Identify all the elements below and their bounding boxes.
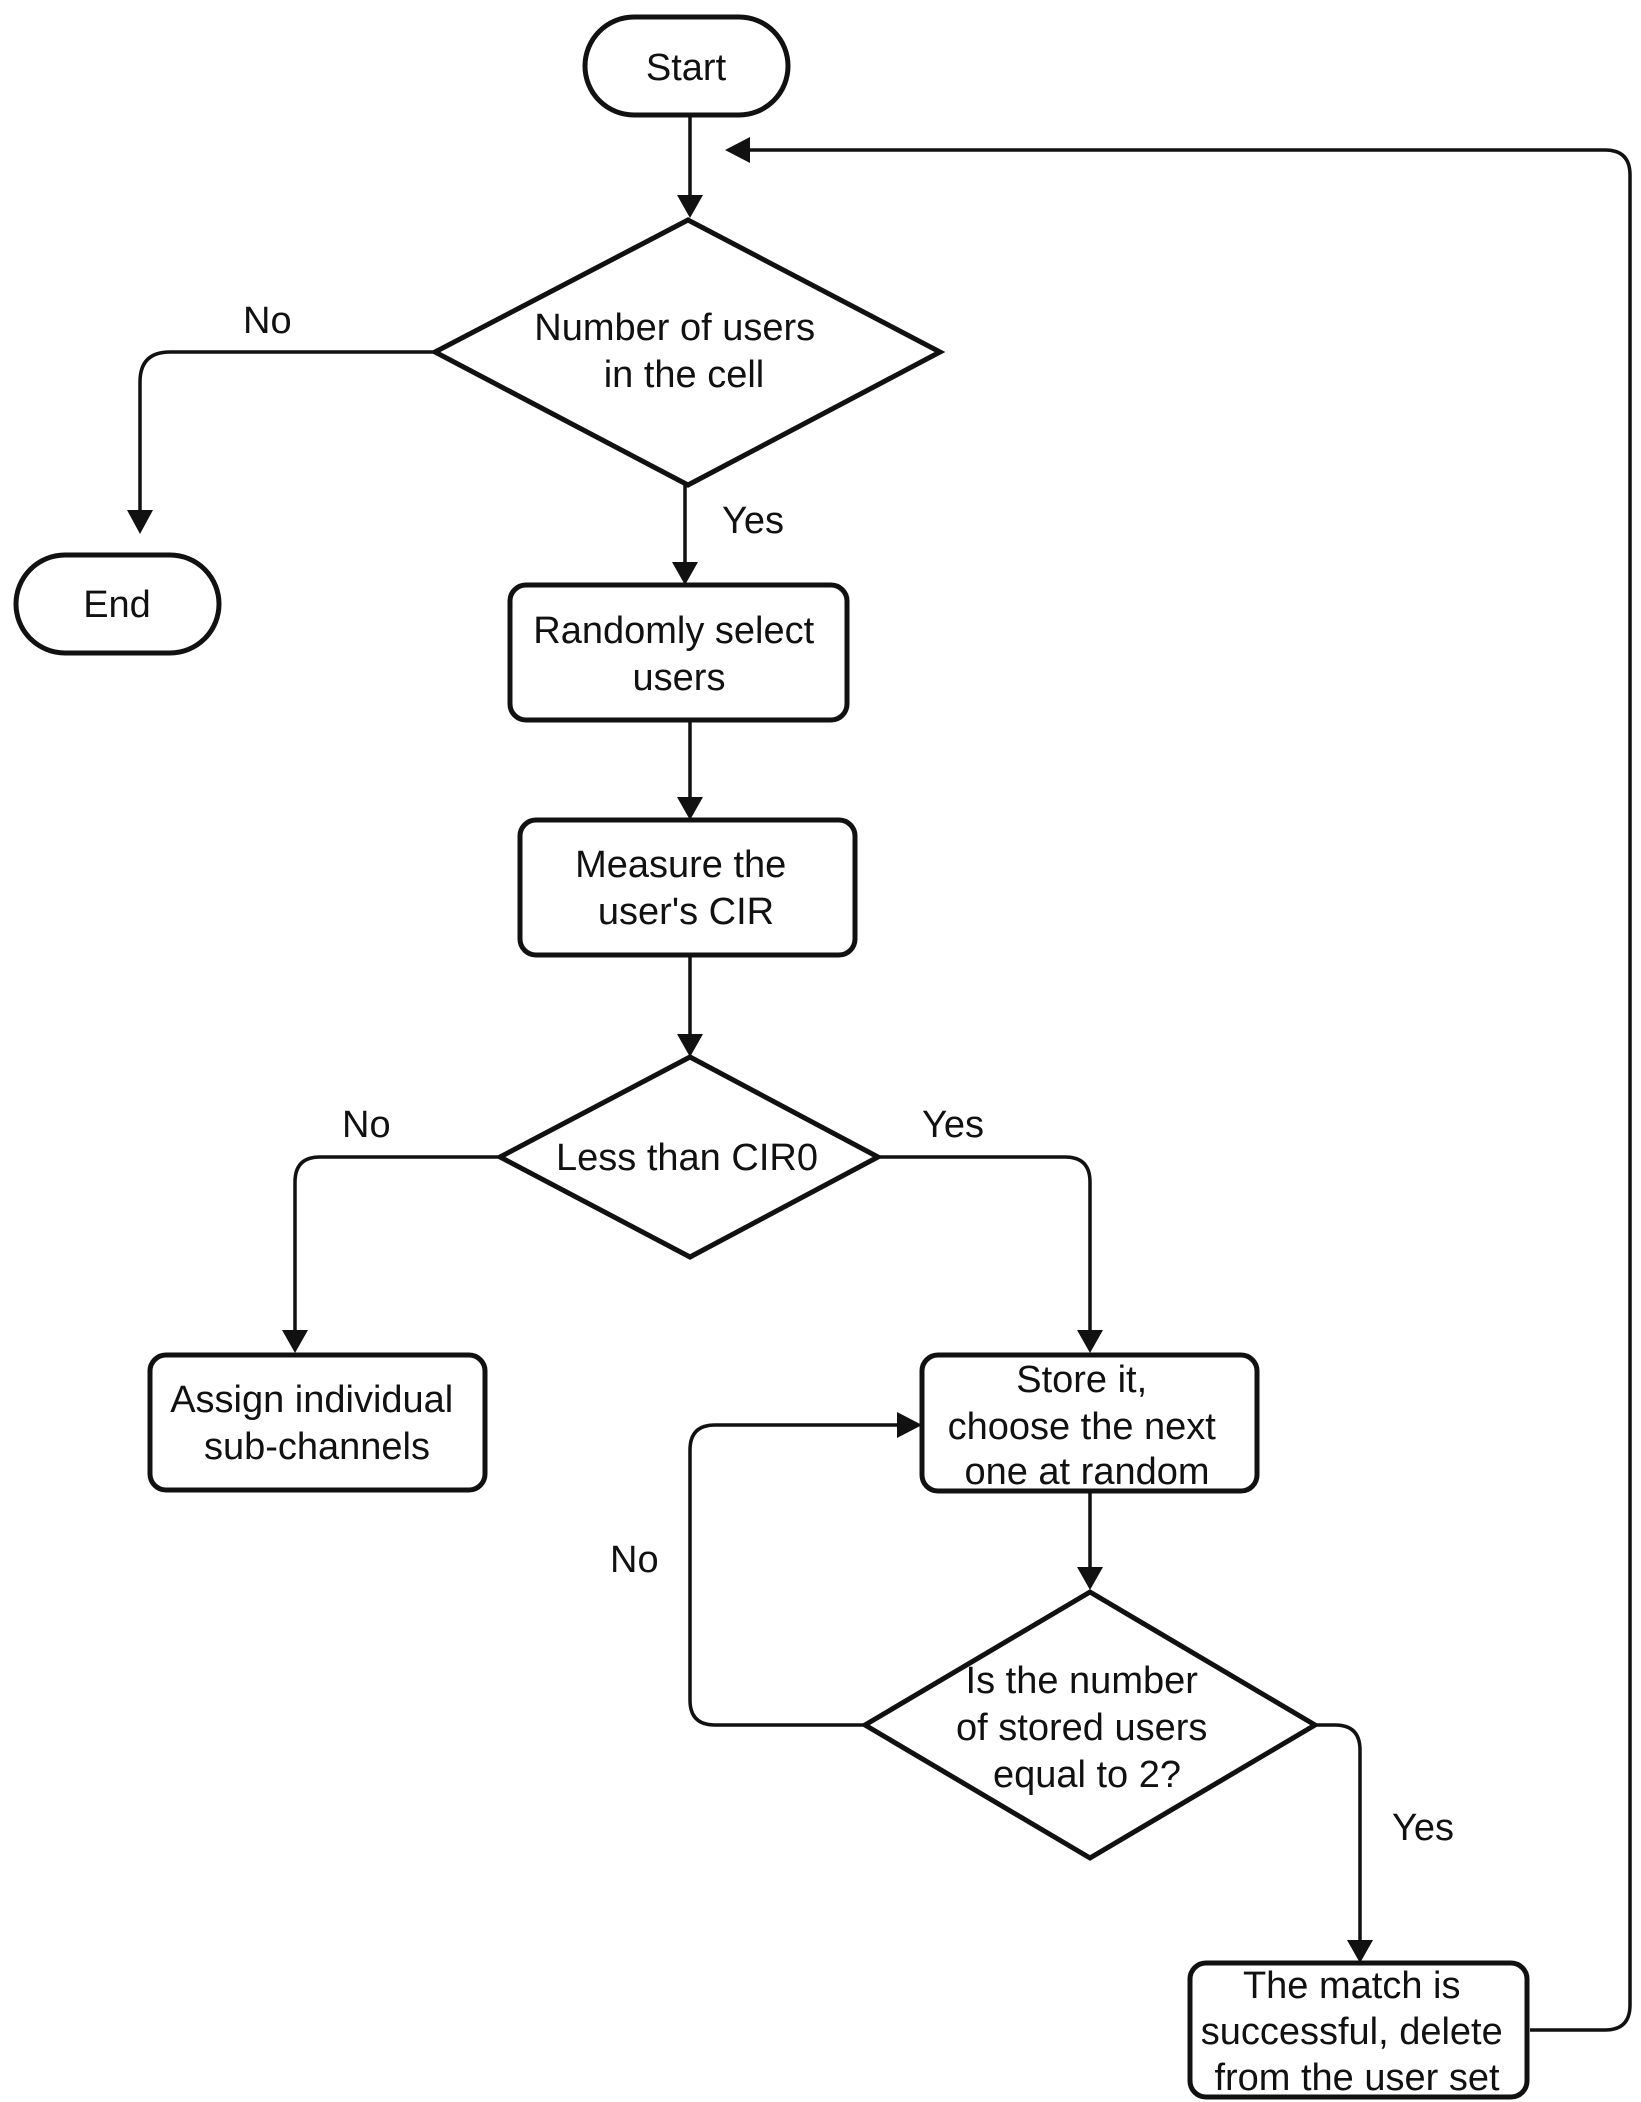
arrowhead	[1077, 1567, 1103, 1590]
start-terminal: Start	[582, 14, 791, 118]
label-stored-yes: Yes	[1392, 1807, 1454, 1849]
select-users-label: Randomly select users	[533, 610, 824, 699]
label-users-yes: Yes	[722, 500, 784, 542]
end-terminal: End	[13, 552, 222, 656]
measure-cir-label: Measure the user's CIR	[575, 844, 797, 933]
arrowhead	[1347, 1940, 1373, 1963]
edge-stored-no-to-store	[688, 1423, 905, 1727]
decision-users-label: Number of users in the cell	[534, 307, 825, 396]
arrowhead	[127, 510, 153, 534]
arrowhead	[677, 1034, 703, 1057]
process-randomly-select-users: Randomly select users	[507, 582, 850, 723]
edge-labels: No Yes No Yes No Yes	[243, 300, 1454, 1849]
decision-stored-label: Is the number of stored users equal to 2…	[956, 1660, 1218, 1796]
edge-cir-no-to-assign	[293, 1155, 500, 1340]
arrowhead	[897, 1412, 922, 1438]
process-assign-sub-channels: Assign individual sub-channels	[147, 1352, 488, 1493]
end-label: End	[83, 584, 151, 626]
arrowhead	[1077, 1330, 1103, 1353]
process-measure-cir: Measure the user's CIR	[517, 817, 858, 958]
label-users-no: No	[243, 300, 292, 342]
decision-stored-users-equal-2: Is the number of stored users equal to 2…	[860, 1589, 1320, 1861]
label-cir-no: No	[342, 1104, 391, 1146]
edges	[127, 115, 1632, 2032]
arrowhead	[677, 195, 703, 218]
store-label: Store it, choose the next one at random	[948, 1359, 1227, 1493]
start-label: Start	[646, 47, 727, 89]
label-stored-no: No	[610, 1539, 659, 1581]
arrowhead	[725, 137, 750, 163]
label-cir-yes: Yes	[922, 1104, 984, 1146]
match-label: The match is successful, delete from the…	[1201, 1965, 1514, 2099]
edge-users-no-to-end	[138, 350, 435, 520]
edge-cir-yes-to-store	[878, 1155, 1092, 1340]
edge-stored-yes-to-match	[1315, 1723, 1362, 1950]
process-match-successful: The match is successful, delete from the…	[1187, 1960, 1530, 2100]
decision-less-than-cir0: Less than CIR0	[494, 1054, 884, 1260]
arrowhead	[672, 562, 698, 585]
edge-match-loop-back	[740, 148, 1632, 2032]
decision-number-of-users: Number of users in the cell	[429, 217, 946, 488]
arrowhead	[282, 1330, 308, 1353]
decision-cir-label: Less than CIR0	[556, 1137, 818, 1179]
arrowhead	[677, 797, 703, 820]
process-store-and-choose: Store it, choose the next one at random	[919, 1352, 1260, 1494]
assign-label: Assign individual sub-channels	[170, 1379, 464, 1468]
